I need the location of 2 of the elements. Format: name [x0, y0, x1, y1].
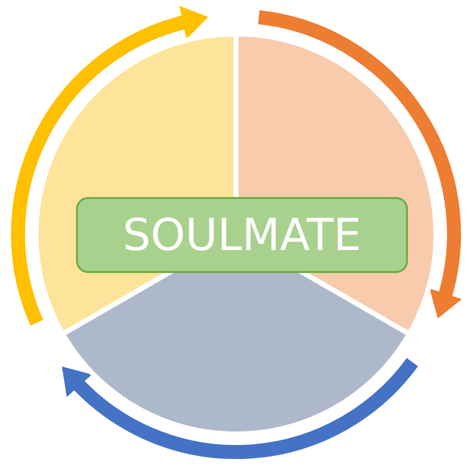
pie-drawing [36, 34, 436, 434]
title-box: SOULMATE [76, 197, 408, 273]
